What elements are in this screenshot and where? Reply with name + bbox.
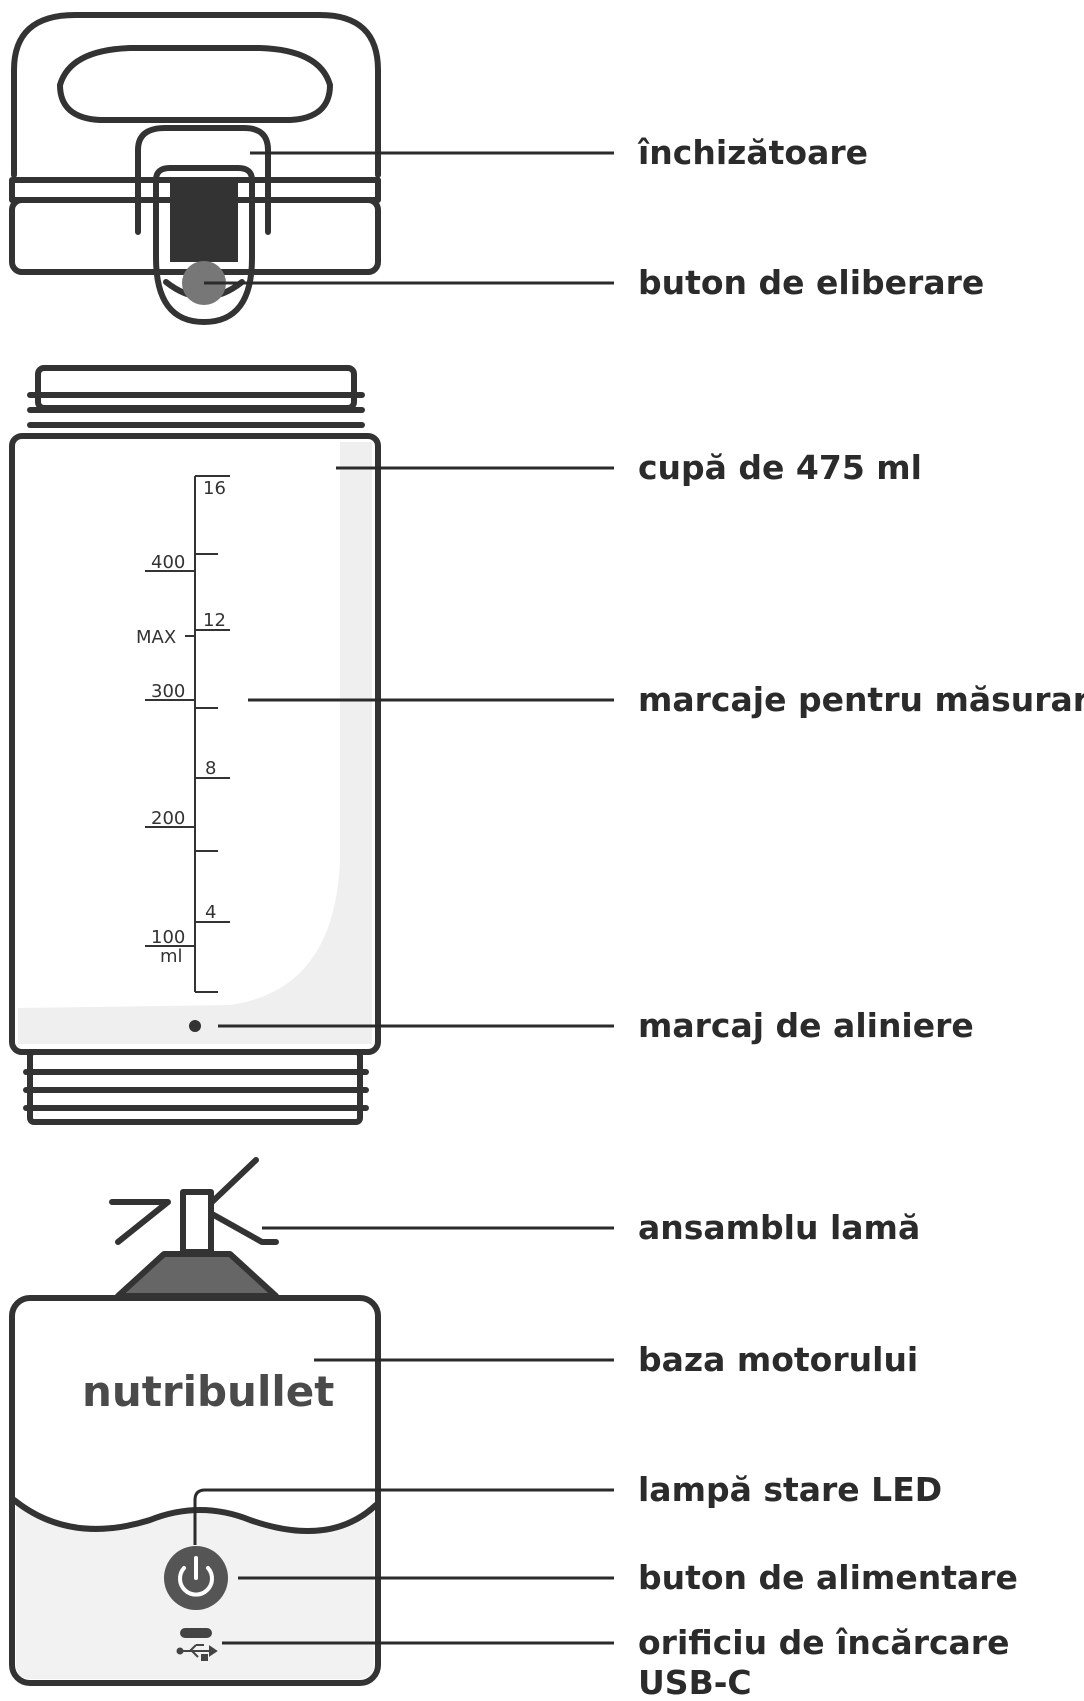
label-power-button: buton de alimentare [638, 1558, 1018, 1597]
motor-base: nutribullet [9, 1295, 614, 1686]
usb-c-port [176, 1628, 218, 1661]
measurement-scale: 16 12 8 4 400 MAX 300 200 100 ml [136, 475, 230, 993]
lid [9, 12, 381, 325]
leader-lines [204, 151, 614, 1645]
ml-mark-400: 400 [151, 552, 185, 573]
label-release-button: buton de eliberare [638, 263, 984, 302]
oz-mark-12: 12 [203, 610, 226, 631]
cup-shading [18, 442, 372, 1044]
label-measurement-markings: marcaje pentru măsurare [638, 680, 1084, 719]
cup: 16 12 8 4 400 MAX 300 200 100 ml [9, 365, 381, 1125]
ml-mark-300: 300 [151, 681, 185, 702]
max-label: MAX [136, 627, 176, 648]
power-button [164, 1546, 228, 1610]
usb-icon [176, 1644, 218, 1661]
label-charging-port-line2: USB-C [638, 1663, 752, 1701]
brand-logo-text: nutribullet [82, 1367, 334, 1416]
label-cup: cupă de 475 ml [638, 448, 922, 487]
latch-slot [170, 182, 238, 262]
blade-assembly [109, 1157, 279, 1299]
label-charging-port-line1: orificiu de încărcare [638, 1623, 1009, 1662]
blade-hub [115, 1251, 279, 1299]
latch-arm [153, 165, 255, 325]
label-led-status-light: lampă stare LED [638, 1470, 942, 1509]
alignment-mark [189, 1020, 201, 1032]
oz-mark-4: 4 [205, 902, 216, 923]
label-alignment-mark: marcaj de aliniere [638, 1006, 974, 1045]
oz-mark-16: 16 [203, 478, 226, 499]
ml-mark-100: 100 [151, 927, 185, 948]
label-blade-assembly: ansamblu lamă [638, 1208, 920, 1247]
label-motor-base: baza motorului [638, 1340, 918, 1379]
label-latch: închizătoare [637, 133, 868, 172]
callout-labels: închizătoare buton de eliberare cupă de … [637, 133, 1084, 1701]
oz-mark-8: 8 [205, 758, 216, 779]
ml-mark-200: 200 [151, 808, 185, 829]
ml-unit: ml [160, 946, 183, 967]
